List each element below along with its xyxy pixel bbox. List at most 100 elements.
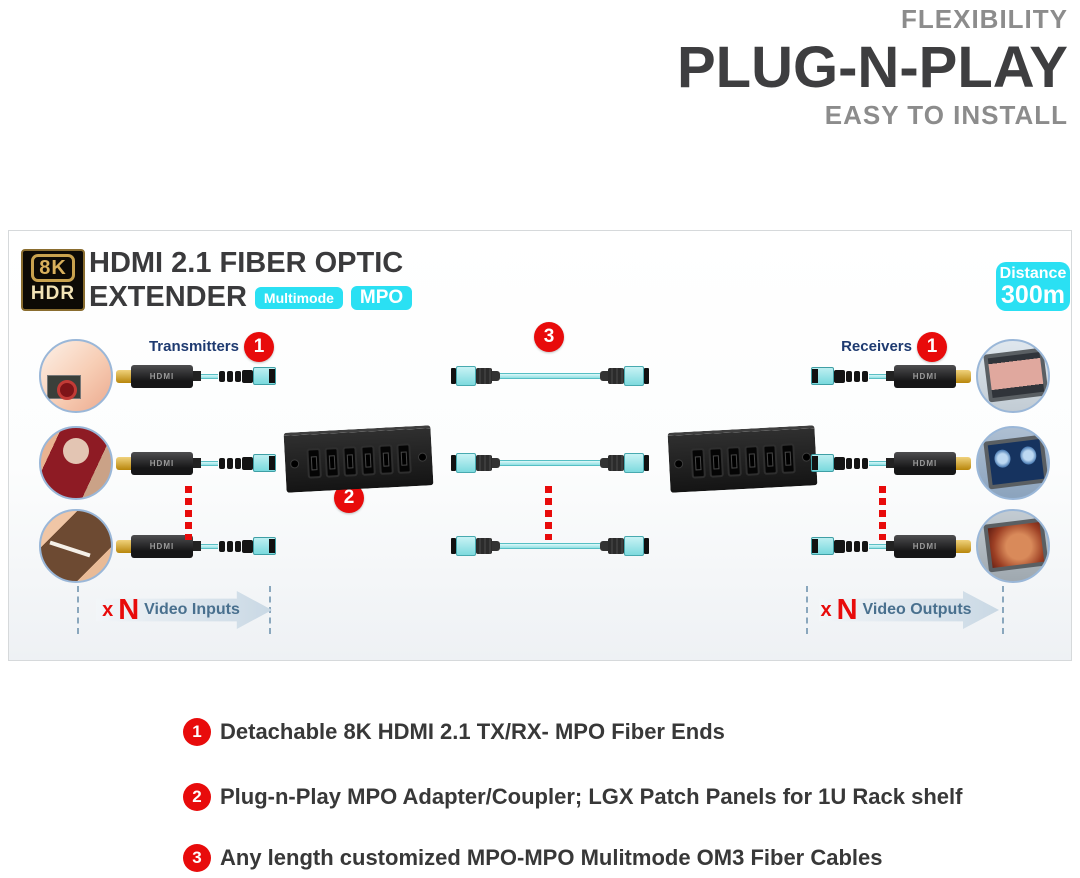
port-hole — [400, 450, 407, 466]
mpo-clamp — [608, 455, 624, 471]
cable-bead — [846, 540, 852, 552]
video-outputs-label: Video Outputs — [862, 601, 972, 618]
cable-bead — [235, 540, 241, 552]
mpo-connector-icon — [811, 537, 834, 555]
mpo-clamp — [476, 455, 492, 471]
tx-body: HDMI — [131, 534, 193, 558]
tx-body: HDMI — [131, 451, 193, 475]
mpo-tip — [451, 538, 456, 554]
device-port-label: HDMI — [912, 541, 938, 551]
hdmi-plug-icon — [116, 369, 131, 383]
port-hole — [346, 453, 353, 469]
tx-source-ultrasound-image — [39, 509, 113, 583]
headline-easy-to-install: EASY TO INSTALL — [824, 100, 1068, 130]
rx-display-endoscopy-monitor-image — [976, 509, 1050, 583]
panel-title-row2: EXTENDER Multimode MPO — [89, 281, 413, 314]
mpo-taper — [492, 371, 500, 381]
more-transmitters-ellipsis — [185, 486, 192, 540]
screw-icon — [417, 451, 428, 462]
mpo-clamp — [476, 538, 492, 554]
mpo-adapter-port — [707, 446, 724, 478]
fiber-cable — [201, 373, 218, 379]
mpo-connector-icon — [451, 366, 500, 386]
cable-bead — [235, 370, 241, 382]
mpo-taper — [600, 371, 608, 381]
monitor-icon — [983, 517, 1048, 573]
fiber-cable — [869, 373, 886, 379]
mpo-adapter-port — [359, 444, 376, 476]
multimode-badge: Multimode — [254, 286, 343, 309]
rx-body: HDMI — [894, 364, 956, 388]
marker-3-fiber-cable: 3 — [534, 322, 564, 352]
endoscope-view-icon — [47, 375, 81, 400]
fiber-cable — [500, 460, 600, 466]
hdmi-rx-device-1: HDMI — [811, 363, 971, 389]
cable-neck — [193, 541, 201, 551]
mpo-mpo-fiber-cable-3 — [451, 535, 649, 557]
tx-source-arthroscopy-image — [39, 426, 113, 500]
marker-1-transmitters: 1 — [244, 332, 274, 362]
mpo-clamp — [608, 538, 624, 554]
more-cables-ellipsis — [545, 486, 552, 540]
mpo-connector-icon — [600, 536, 649, 556]
video-inputs-arrow: x N Video Inputs — [96, 591, 272, 629]
legend-item-3: 3 Any length customized MPO-MPO Mulitmod… — [183, 843, 883, 873]
mpo-mpo-fiber-cable-1 — [451, 365, 649, 387]
hdmi-plug-icon — [116, 456, 131, 470]
monitor-screen — [987, 438, 1045, 486]
screw-icon — [289, 458, 300, 469]
distance-label: Distance — [999, 265, 1067, 282]
video-inputs-label: Video Inputs — [144, 601, 240, 618]
flow-n: N — [118, 593, 140, 626]
port-hole — [766, 451, 773, 467]
mpo-body — [624, 366, 644, 386]
tx-source-endoscopy-image — [39, 339, 113, 413]
mpo-connector-icon — [253, 367, 276, 385]
legend-marker-3: 3 — [183, 844, 211, 872]
lgx-patch-panel-right — [667, 425, 818, 493]
panel-title-line1: HDMI 2.1 FIBER OPTIC — [89, 247, 404, 279]
mpo-adapter-port — [779, 442, 796, 474]
hdmi-plug-icon — [956, 456, 971, 470]
mpo-adapter-port — [377, 443, 394, 475]
rx-body: HDMI — [894, 534, 956, 558]
mpo-boot — [242, 539, 253, 553]
mpo-tip — [644, 538, 649, 554]
legend-marker-1: 1 — [183, 718, 211, 746]
monitor-icon — [983, 347, 1048, 403]
flow-n: N — [836, 593, 858, 626]
hdmi-plug-icon — [956, 539, 971, 553]
cable-bead — [846, 370, 852, 382]
fiber-cable — [869, 460, 886, 466]
cable-bead — [227, 370, 233, 382]
receivers-label: Receivers — [841, 338, 912, 355]
flow-x: x — [820, 598, 832, 621]
legend-text-3: Any length customized MPO-MPO Mulitmode … — [220, 845, 883, 870]
hdmi-rx-device-3: HDMI — [811, 533, 971, 559]
mpo-connector-icon — [811, 454, 834, 472]
mpo-adapter-port — [395, 442, 412, 474]
monitor-screen — [987, 521, 1045, 569]
mpo-adapter-port — [743, 444, 760, 476]
device-port-label: HDMI — [149, 541, 175, 551]
mpo-body — [624, 536, 644, 556]
mpo-connector-icon — [253, 537, 276, 555]
lgx-patch-panel-left — [283, 425, 434, 493]
mpo-body — [456, 536, 476, 556]
mpo-boot — [834, 456, 845, 470]
cable-neck — [193, 371, 201, 381]
legend-text-2: Plug-n-Play MPO Adapter/Coupler; LGX Pat… — [220, 784, 963, 809]
cable-neck — [886, 458, 894, 468]
video-outputs-arrow: x N Video Outputs — [819, 591, 999, 629]
mpo-connector-icon — [600, 366, 649, 386]
dashed-rail — [806, 586, 808, 634]
mpo-connector-icon — [253, 454, 276, 472]
cable-bead — [219, 457, 225, 469]
cable-bead — [219, 540, 225, 552]
mpo-connector-icon — [451, 536, 500, 556]
fiber-cable — [201, 460, 218, 466]
cable-bead — [227, 457, 233, 469]
mpo-adapter-port — [323, 446, 340, 478]
port-hole — [364, 452, 371, 468]
